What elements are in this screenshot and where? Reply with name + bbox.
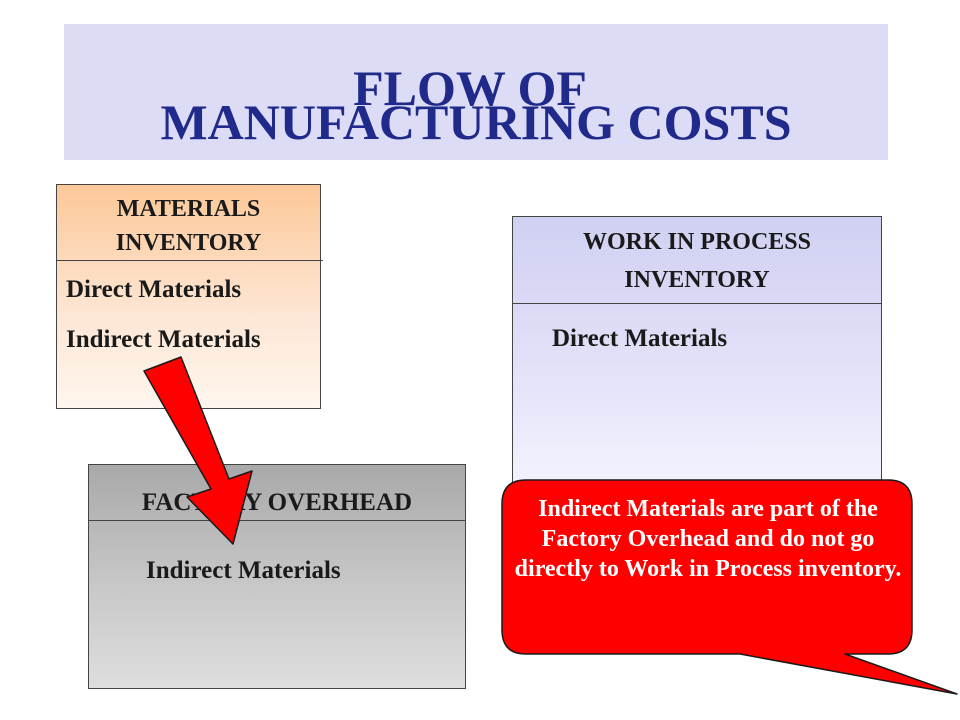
work-in-process-header-line-2: INVENTORY — [624, 267, 770, 293]
materials-inventory-divider — [56, 260, 323, 261]
materials-indirect-materials: Indirect Materials — [66, 326, 261, 353]
materials-inventory-header-line-2: INVENTORY — [115, 230, 262, 256]
foh-indirect-materials: Indirect Materials — [146, 557, 341, 584]
page-title-line-1: FLOW OF — [353, 60, 587, 116]
materials-inventory-header-line-1: MATERIALS — [116, 196, 261, 222]
page-title-line-2: MANUFACTURING COSTS — [160, 94, 792, 150]
factory-overhead-header: FACTORY OVERHEAD — [141, 489, 413, 516]
title-band: FLOW OF MANUFACTURING COSTS — [64, 24, 888, 160]
callout-text: Indirect Materials are part of the Facto… — [514, 496, 902, 582]
work-in-process-header-line-1: WORK IN PROCESS — [582, 229, 812, 255]
factory-overhead-box — [88, 464, 466, 689]
work-in-process-box — [512, 216, 882, 496]
work-in-process-divider — [512, 303, 882, 304]
materials-direct-materials: Direct Materials — [66, 276, 242, 303]
factory-overhead-divider — [88, 520, 466, 521]
wip-direct-materials: Direct Materials — [552, 325, 728, 352]
